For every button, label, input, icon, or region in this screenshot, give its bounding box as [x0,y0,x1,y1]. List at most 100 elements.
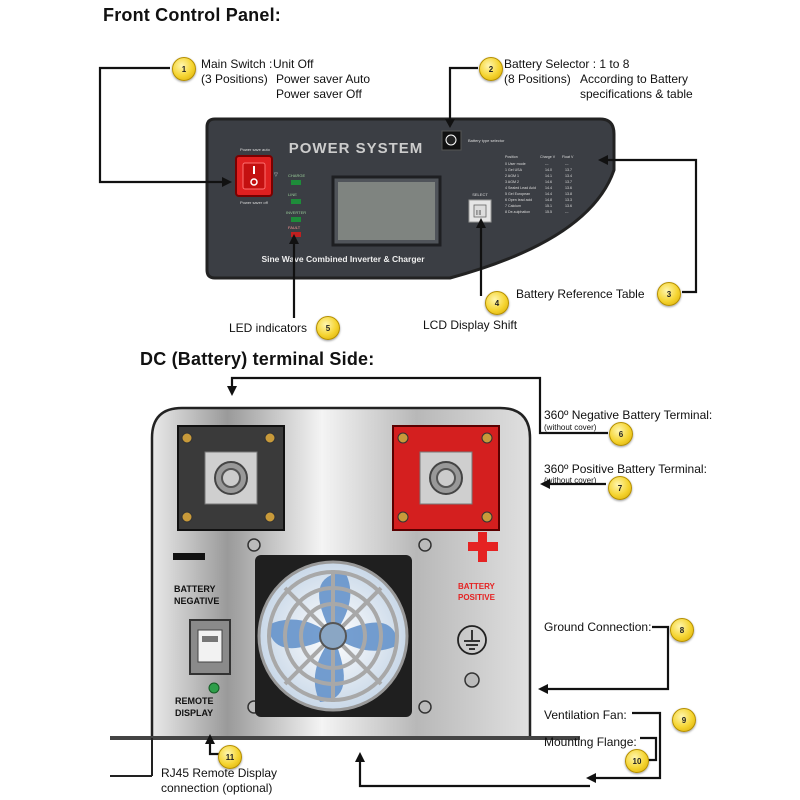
svg-text:---: --- [565,162,569,166]
callout-badge-8: 8 [670,618,694,642]
main-switch-sub: (3 Positions) [201,72,268,86]
svg-text:15.5: 15.5 [545,210,552,214]
rj45-port [189,619,231,675]
svg-text:▽: ▽ [274,172,278,178]
ventilation-fan-title: Ventilation Fan: [544,708,627,722]
callout-badge-3: 3 [657,282,681,306]
remote-display-line-2: DISPLAY [175,708,214,718]
svg-text:13.8: 13.8 [565,192,572,196]
negative-terminal-title: 360º Negative Battery Terminal: [544,408,713,422]
svg-text:8 De-sulphation: 8 De-sulphation [505,210,530,214]
battery-selector-line-2: specifications & table [580,87,693,101]
reference-table-label: Battery Reference Table [516,287,645,301]
led-green-3 [291,217,301,222]
led-indicators-label: LED indicators [229,321,308,335]
svg-text:3 AGM 2: 3 AGM 2 [505,180,519,184]
svg-text:4 Sealed Lead Acid: 4 Sealed Lead Acid [505,186,536,190]
callout-badge-2: 2 [479,57,503,81]
remote-display-line-1: REMOTE [175,696,214,706]
svg-text:---: --- [545,162,549,166]
svg-text:Float V: Float V [562,155,574,159]
leader-1 [98,66,226,184]
callout-badge-11: 11 [218,745,242,769]
svg-text:5 Gel European: 5 Gel European [505,192,530,196]
mounting-flange [110,736,580,740]
svg-text:||||: |||| [476,210,481,216]
svg-text:Power saver off: Power saver off [240,200,269,205]
led-green-1 [291,180,301,185]
svg-text:13.7: 13.7 [565,168,572,172]
svg-text:13.3: 13.3 [565,198,572,202]
svg-text:2 AGM 1: 2 AGM 1 [505,174,519,178]
front-panel-diagram: Power save auto Power saver off ▽ CHARGE… [98,66,698,318]
main-switch-title: Main Switch : [201,57,273,71]
callout-badge-7: 7 [608,476,632,500]
svg-text:---: --- [565,210,569,214]
svg-text:CHARGE: CHARGE [288,173,305,178]
led-green-2 [291,199,301,204]
negative-terminal [177,425,285,531]
battery-selector-title: Battery Selector : 1 to 8 [504,57,630,71]
callout-badge-9: 9 [672,708,696,732]
rj45-sub: connection (optional) [161,781,273,795]
positive-terminal [392,425,500,531]
svg-text:INVERTER: INVERTER [286,210,306,215]
leader-8 [544,625,670,691]
remote-led [208,682,220,694]
leader-bottom [358,758,590,788]
leader-6 [230,376,608,435]
minus-sign [173,553,205,560]
svg-text:1 Gel USA: 1 Gel USA [505,168,523,172]
leader-2 [448,66,478,122]
ground-connection-title: Ground Connection: [544,620,652,634]
callout-badge-1: 1 [172,57,196,81]
svg-text:Charge V: Charge V [540,155,556,159]
main-switch-opt-1: Unit Off [273,57,314,71]
battery-positive-label: BATTERY POSITIVE [458,581,495,603]
svg-text:14.4: 14.4 [545,192,552,196]
negative-terminal-sub: (without cover) [544,423,597,432]
battery-positive-line-1: BATTERY [458,582,495,591]
positive-terminal-sub: (without cover) [544,476,597,485]
svg-text:15.1: 15.1 [545,204,552,208]
svg-text:FAULT: FAULT [288,225,301,230]
front-panel-heading: Front Control Panel: [103,5,281,25]
callout-badge-5: 5 [316,316,340,340]
svg-text:13.4: 13.4 [565,174,572,178]
battery-selector-line-1: According to Battery [580,72,689,86]
plus-sign [468,532,498,562]
main-switch-opt-2: Power saver Auto [276,72,371,86]
led-red [291,232,301,237]
ground-symbol [457,625,487,655]
leader-3 [604,158,698,294]
svg-text:14.1: 14.1 [545,174,552,178]
positive-terminal-title: 360º Positive Battery Terminal: [544,462,707,476]
svg-text:Battery type selector: Battery type selector [468,138,505,143]
svg-text:13.6: 13.6 [565,204,572,208]
battery-negative-line-1: BATTERY [174,584,216,594]
battery-positive-line-2: POSITIVE [458,593,495,602]
battery-negative-label: BATTERY NEGATIVE [174,583,219,607]
dc-side-diagram [110,376,670,788]
battery-selector-sub: (8 Positions) [504,72,571,86]
main-switch-opt-3: Power saver Off [276,87,362,101]
panel-subtitle: Sine Wave Combined Inverter & Charger [261,254,425,264]
callout-badge-4: 4 [485,291,509,315]
svg-text:14.8: 14.8 [545,198,552,202]
panel-title: POWER SYSTEM [289,140,424,157]
callout-badge-6: 6 [609,422,633,446]
lcd-shift-label: LCD Display Shift [423,318,518,332]
callout-badge-10: 10 [625,749,649,773]
svg-text:LINE: LINE [288,192,297,197]
battery-negative-line-2: NEGATIVE [174,596,220,606]
svg-text:14.0: 14.0 [545,168,552,172]
svg-text:13.7: 13.7 [565,180,572,184]
mounting-flange-title: Mounting Flange: [544,735,637,749]
svg-text:Position: Position [505,155,518,159]
leader-9 [592,711,662,780]
dc-side-heading: DC (Battery) terminal Side: [140,349,375,369]
rj45-title: RJ45 Remote Display [161,766,278,780]
svg-text:6 Open lead acid: 6 Open lead acid [505,198,532,202]
select-label: SELECT [472,192,488,197]
